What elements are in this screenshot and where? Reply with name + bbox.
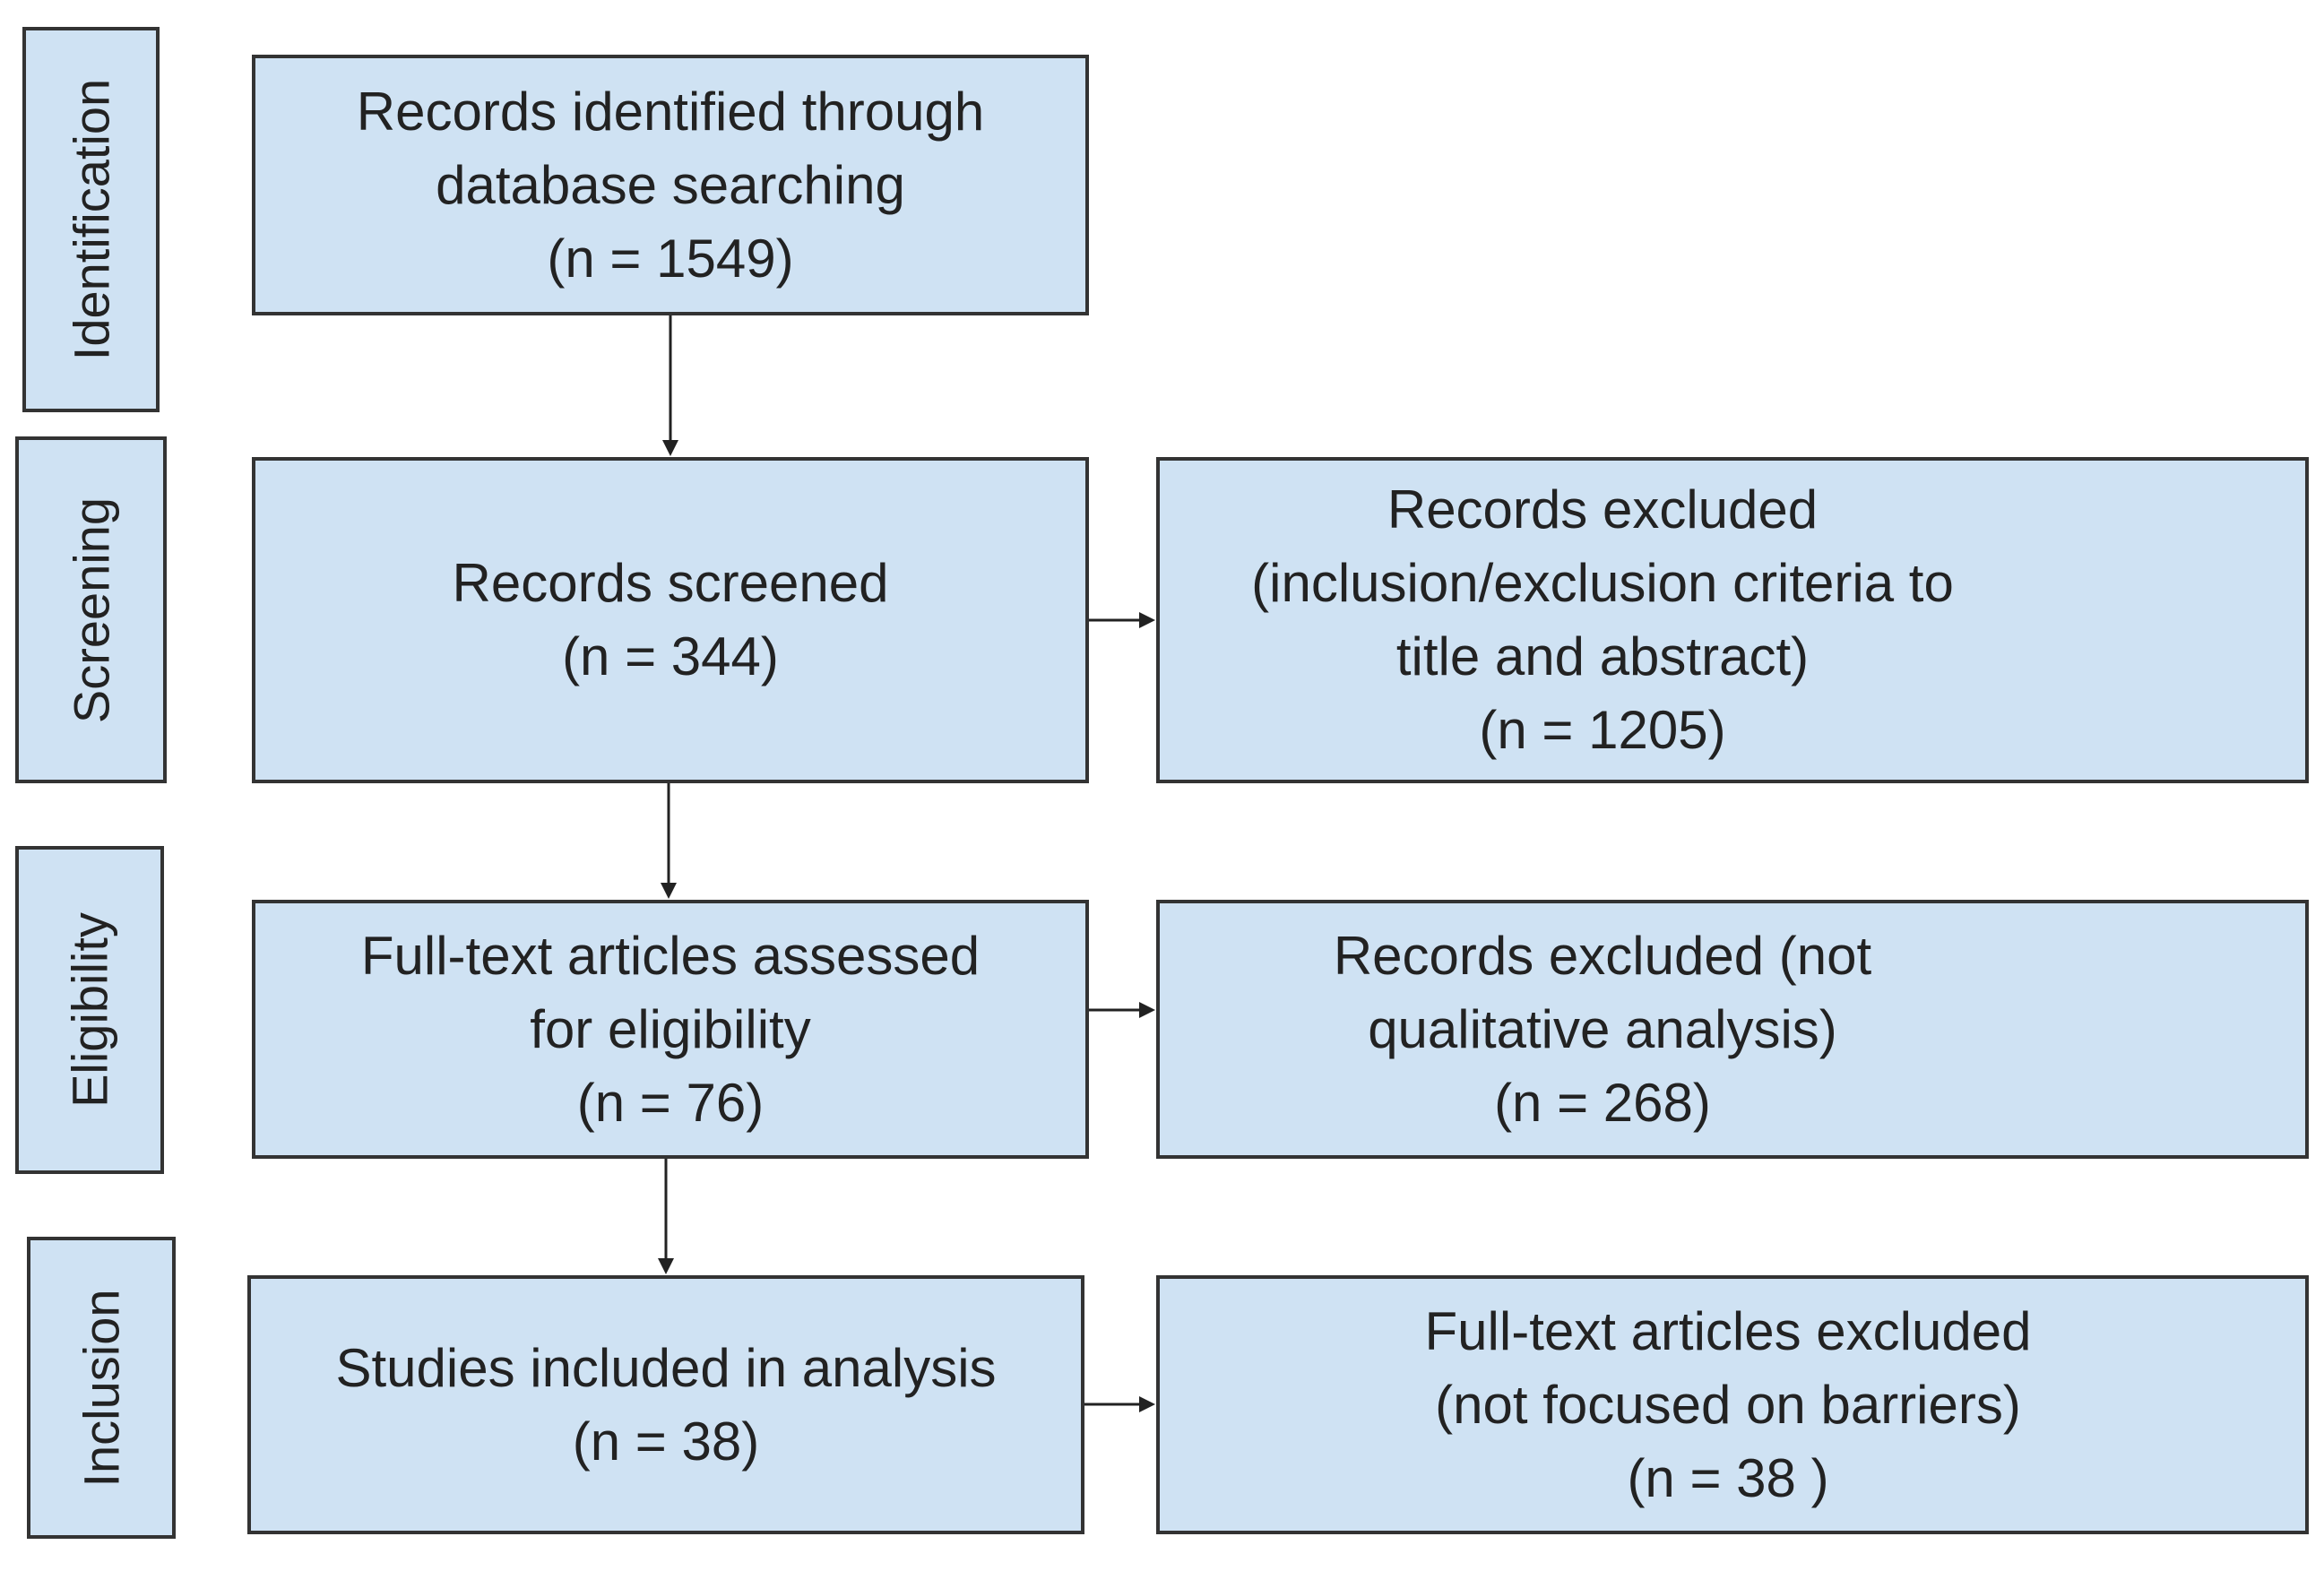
phase-inclusion: Inclusion — [27, 1237, 176, 1539]
box-text: Records excluded (not qualitative analys… — [1333, 925, 1872, 1133]
box-records-identified: Records identified through database sear… — [252, 55, 1089, 315]
box-fulltext-excluded: Full-text articles excluded (not focused… — [1156, 1275, 2309, 1534]
box-text: Records identified through database sear… — [356, 81, 985, 289]
box-text: Full-text articles assessed for eligibil… — [360, 925, 981, 1133]
box-text: Records excluded (inclusion/exclusion cr… — [1251, 479, 1954, 760]
box-records-excluded-eligibility: Records excluded (not qualitative analys… — [1156, 900, 2309, 1159]
phase-eligibility: Eligibility — [15, 846, 164, 1174]
box-records-excluded-screening: Records excluded (inclusion/exclusion cr… — [1156, 457, 2309, 783]
box-text: Full-text articles excluded (not focused… — [1424, 1300, 2032, 1508]
box-text: Studies included in analysis (n = 38) — [335, 1337, 997, 1472]
box-records-screened: Records screened (n = 344) — [252, 457, 1089, 783]
phase-identification: Identification — [22, 27, 160, 412]
box-text: Records screened (n = 344) — [452, 553, 889, 686]
box-studies-included: Studies included in analysis (n = 38) — [247, 1275, 1084, 1534]
box-fulltext-assessed: Full-text articles assessed for eligibil… — [252, 900, 1089, 1159]
phase-screening: Screening — [15, 436, 167, 783]
